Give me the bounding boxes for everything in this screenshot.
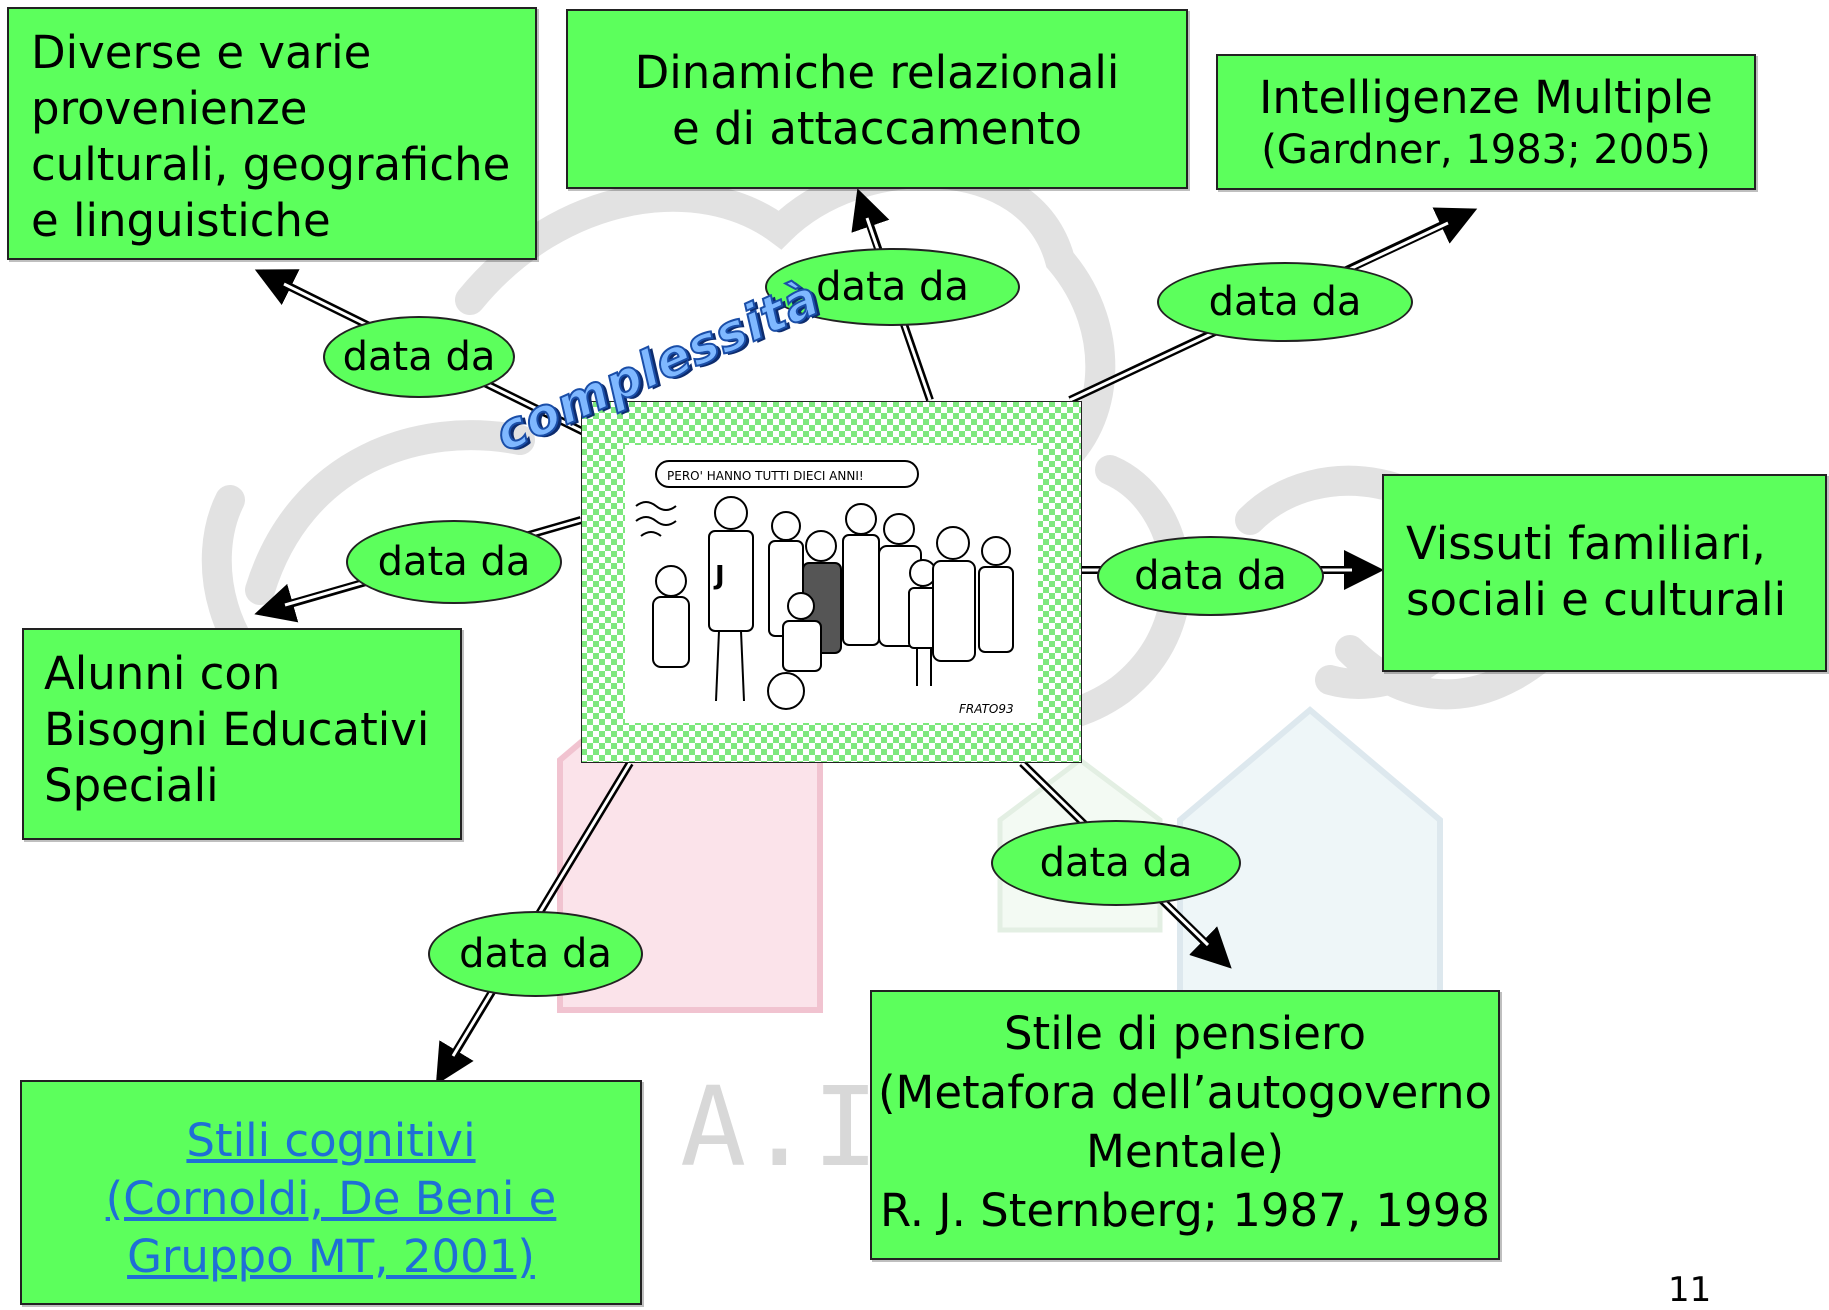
box-provenienze-line-4: e linguistiche — [31, 194, 331, 247]
box-stile-line-2: (Metafora dell’autogoverno — [877, 1066, 1493, 1119]
edge-label-dinamiche: data da — [765, 248, 1020, 326]
slide-number: 11 — [1668, 1270, 1712, 1310]
edge-label-stile: data da — [991, 820, 1241, 906]
box-alunni-line-2: Bisogni Educativi — [44, 703, 430, 756]
edge-label-alunni: data da — [346, 520, 562, 604]
box-dinamiche-line-1: Dinamiche relazionali — [634, 46, 1120, 99]
edge-label-vissuti: data da — [1097, 536, 1324, 616]
cartoon-caption: PERO' HANNO TUTTI DIECI ANNI! — [667, 469, 864, 483]
box-stili[interactable]: Stili cognitivi (Cornoldi, De Beni e Gru… — [20, 1080, 642, 1305]
box-dinamiche-line-2: e di attaccamento — [671, 102, 1083, 155]
box-alunni: Alunni con Bisogni Educativi Speciali — [22, 628, 462, 840]
box-vissuti: Vissuti familiari, sociali e culturali — [1382, 474, 1827, 672]
box-provenienze-line-2: provenienze — [31, 82, 308, 135]
cartoon-signature: FRATO93 — [959, 702, 1014, 716]
box-intelligenze-line-1: Intelligenze Multiple — [1259, 71, 1713, 124]
edge-label-intelligenze: data da — [1157, 262, 1413, 342]
box-vissuti-line-2: sociali e culturali — [1406, 573, 1787, 626]
box-alunni-line-1: Alunni con — [44, 647, 281, 700]
box-alunni-line-3: Speciali — [44, 759, 219, 812]
box-stili-link-2[interactable]: (Cornoldi, De Beni e — [105, 1172, 557, 1225]
box-dinamiche: Dinamiche relazionali e di attaccamento — [566, 9, 1188, 189]
central-cartoon: PERO' HANNO TUTTI DIECI ANNI! J FRATO93 — [581, 401, 1082, 763]
box-provenienze-line-3: culturali, geografiche — [31, 138, 511, 191]
box-stile-line-3: Mentale) — [1086, 1125, 1284, 1178]
box-stile-line-4: R. J. Sternberg; 1987, 1998 — [880, 1184, 1490, 1237]
edge-label-provenienze: data da — [323, 316, 515, 398]
svg-text:J: J — [713, 561, 725, 591]
edge-label-stili: data da — [428, 911, 643, 997]
box-vissuti-line-1: Vissuti familiari, — [1406, 517, 1766, 570]
box-intelligenze: Intelligenze Multiple (Gardner, 1983; 20… — [1216, 54, 1756, 190]
box-stile-line-1: Stile di pensiero — [1003, 1007, 1367, 1060]
box-stile: Stile di pensiero (Metafora dell’autogov… — [870, 990, 1500, 1260]
box-intelligenze-line-2: (Gardner, 1983; 2005) — [1261, 127, 1711, 173]
box-provenienze-line-1: Diverse e varie — [31, 26, 372, 79]
box-provenienze: Diverse e varie provenienze culturali, g… — [7, 7, 537, 260]
box-stili-link-3[interactable]: Gruppo MT, 2001) — [127, 1230, 535, 1283]
box-stili-link-1[interactable]: Stili cognitivi — [186, 1114, 476, 1167]
